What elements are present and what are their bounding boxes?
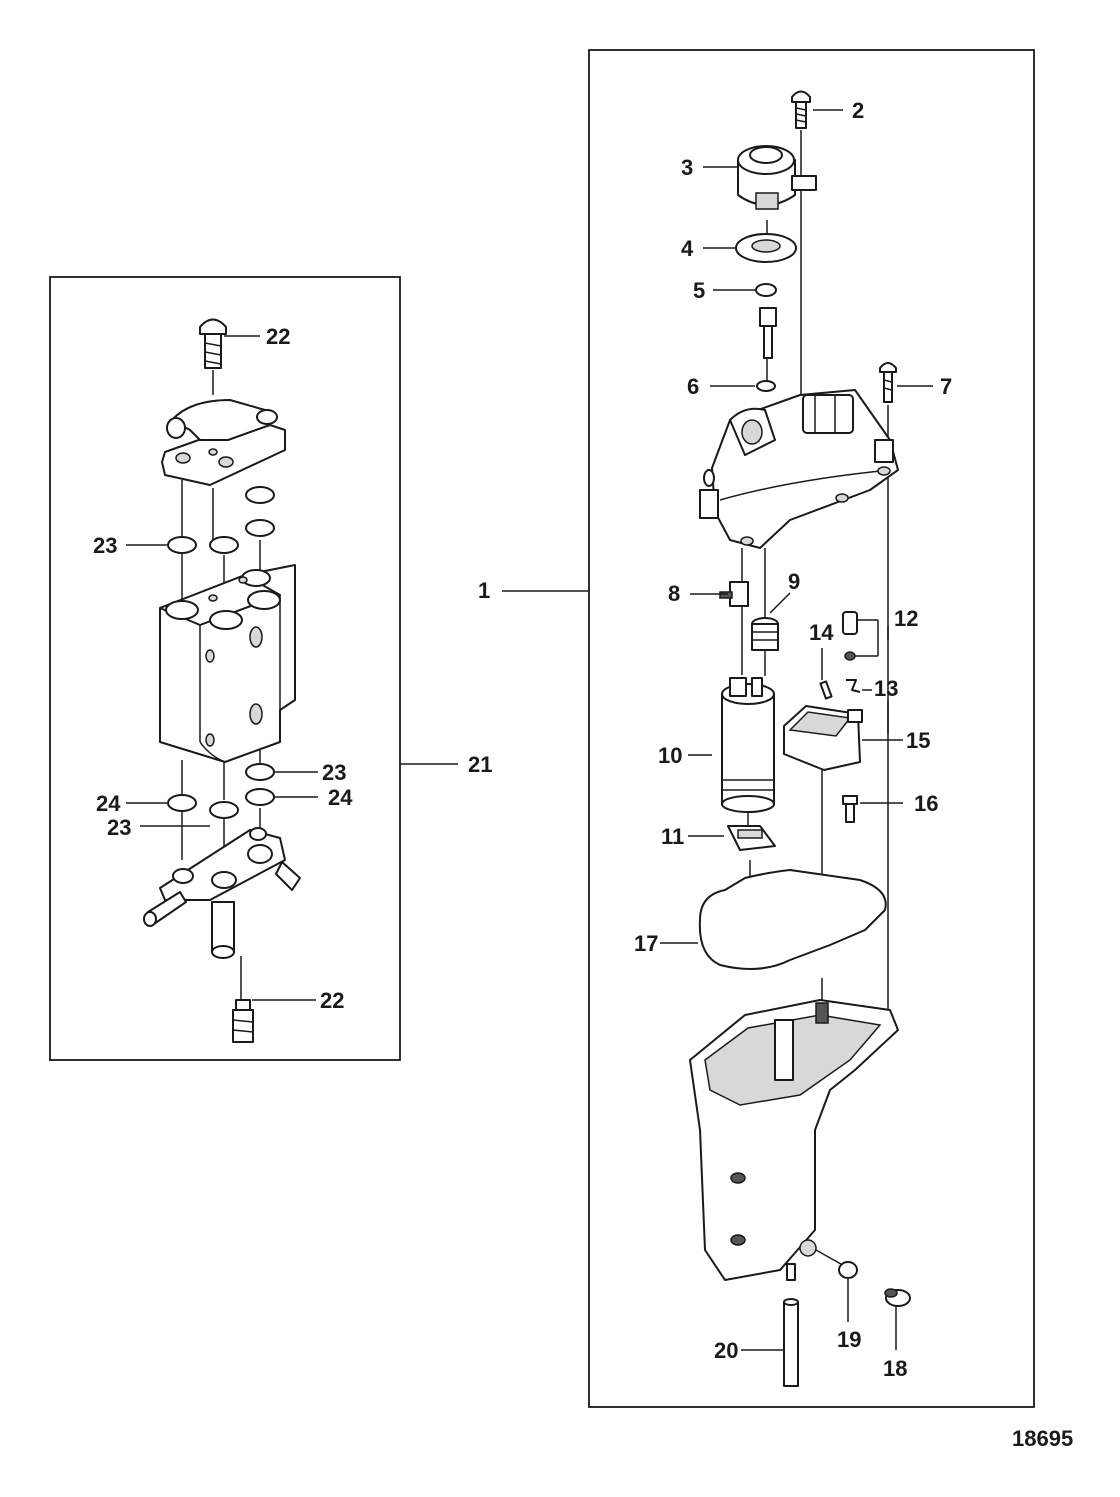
- o-ring-upper-2: [245, 519, 275, 537]
- o-ring-part-24-b: [245, 788, 275, 806]
- tube-part-20: [783, 1298, 799, 1387]
- module-part-15: [783, 705, 863, 771]
- o-ring-upper-1: [245, 486, 275, 504]
- callout-1: 1: [478, 578, 490, 603]
- callout-23-b: 23: [322, 760, 346, 785]
- callout-15: 15: [906, 728, 930, 753]
- filter-part-9: [751, 617, 779, 651]
- washer-part-4: [735, 233, 797, 263]
- callout-12: 12: [894, 606, 918, 631]
- callout-19: 19: [837, 1327, 861, 1352]
- clip-part-8: [719, 581, 749, 607]
- o-ring-part-24-a: [167, 794, 197, 812]
- screw-part-2: [791, 90, 811, 129]
- callout-17: 17: [634, 931, 658, 956]
- valve-insert: [759, 307, 777, 359]
- callout-18: 18: [883, 1356, 907, 1381]
- screw-part-22-bottom: [232, 999, 254, 1043]
- grommet-part-11: [727, 825, 776, 851]
- sub-assembly-frame: [49, 276, 401, 1061]
- screw-part-16: [842, 795, 858, 823]
- callout-3: 3: [681, 155, 693, 180]
- callout-20: 20: [714, 1338, 738, 1363]
- drain-plug-part-18: [884, 1288, 911, 1307]
- callout-6: 6: [687, 374, 699, 399]
- callout-21: 21: [468, 752, 492, 777]
- callout-8: 8: [668, 581, 680, 606]
- o-ring-part-23-c: [209, 801, 239, 819]
- main-assembly-frame: [588, 49, 1035, 1408]
- callout-2: 2: [852, 98, 864, 123]
- pin-part-14: [819, 680, 833, 700]
- callout-14: 14: [809, 620, 834, 645]
- top-manifold-plate: [161, 399, 286, 486]
- callout-16: 16: [914, 791, 938, 816]
- screw-part-22-top: [199, 318, 227, 369]
- callout-13: 13: [874, 676, 898, 701]
- figure-number: 18695: [1012, 1426, 1073, 1451]
- callout-23-a: 23: [93, 533, 117, 558]
- filter-block: [159, 564, 296, 763]
- callout-22-top: 22: [266, 324, 290, 349]
- o-ring-part-23-b: [245, 763, 275, 781]
- callout-11: 11: [661, 824, 684, 849]
- bottom-manifold-plate: [143, 827, 301, 959]
- callout-22-bottom: 22: [320, 988, 344, 1013]
- callout-9: 9: [788, 569, 800, 594]
- screw-part-7: [879, 362, 897, 403]
- callout-4: 4: [681, 236, 694, 261]
- clip-part-13: [846, 679, 861, 693]
- o-ring-part-23-a: [167, 536, 197, 554]
- callout-10: 10: [658, 743, 682, 768]
- washer-part-19: [838, 1261, 858, 1279]
- callout-5: 5: [693, 278, 705, 303]
- fitting-part-12: [842, 611, 858, 661]
- o-ring-upper-3: [209, 536, 239, 554]
- fuel-pump-part-10: [721, 677, 775, 813]
- regulator-part-3: [737, 145, 817, 210]
- fuel-tank-housing: [689, 999, 899, 1281]
- callout-7: 7: [940, 374, 952, 399]
- gasket-part-17: [698, 869, 887, 970]
- callout-23-c: 23: [107, 815, 131, 840]
- o-ring-part-6: [756, 380, 776, 392]
- o-ring-part-5: [755, 283, 777, 297]
- callout-24-a: 24: [96, 791, 121, 816]
- fuel-cover-housing: [699, 389, 899, 549]
- callout-24-b: 24: [328, 785, 353, 810]
